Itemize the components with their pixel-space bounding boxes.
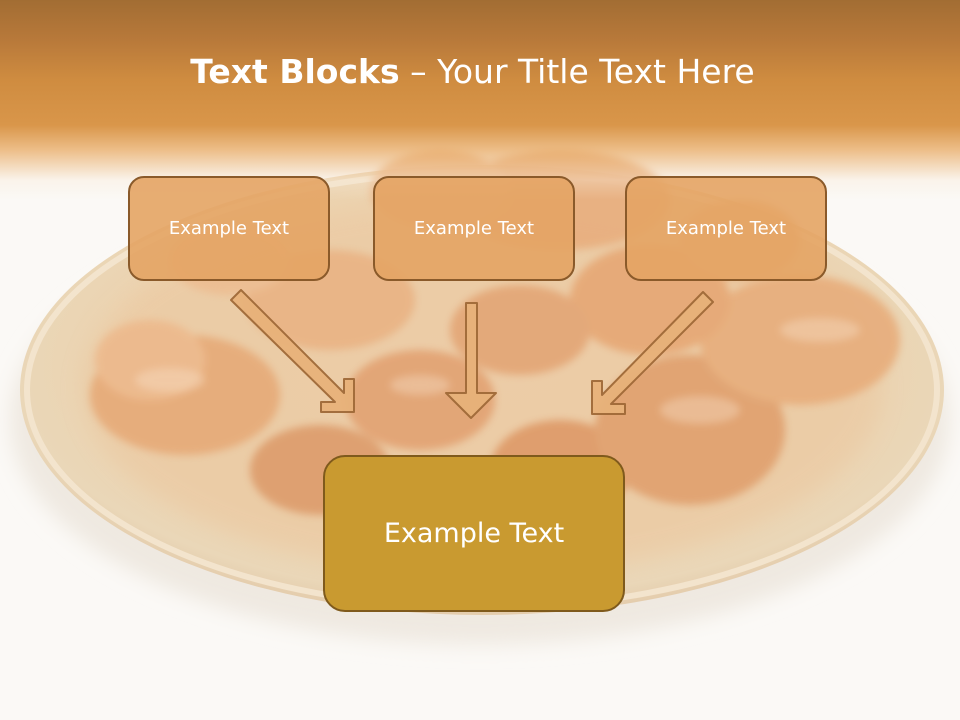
- main-text-box[interactable]: Example Text: [323, 455, 625, 612]
- arrow-center: [445, 302, 497, 419]
- main-text-box-label: Example Text: [383, 518, 565, 549]
- text-box-1[interactable]: Example Text: [128, 176, 330, 281]
- title-rest: – Your Title Text Here: [399, 52, 755, 91]
- text-box-3-label: Example Text: [665, 218, 787, 239]
- text-box-2[interactable]: Example Text: [373, 176, 575, 281]
- text-box-3[interactable]: Example Text: [625, 176, 827, 281]
- arrow-right: [591, 291, 714, 415]
- text-box-2-label: Example Text: [413, 218, 535, 239]
- slide-title: Text Blocks – Your Title Text Here: [0, 52, 945, 91]
- title-bold: Text Blocks: [190, 52, 400, 91]
- text-box-1-label: Example Text: [168, 218, 290, 239]
- arrow-left: [230, 289, 355, 413]
- header-band: [0, 0, 960, 200]
